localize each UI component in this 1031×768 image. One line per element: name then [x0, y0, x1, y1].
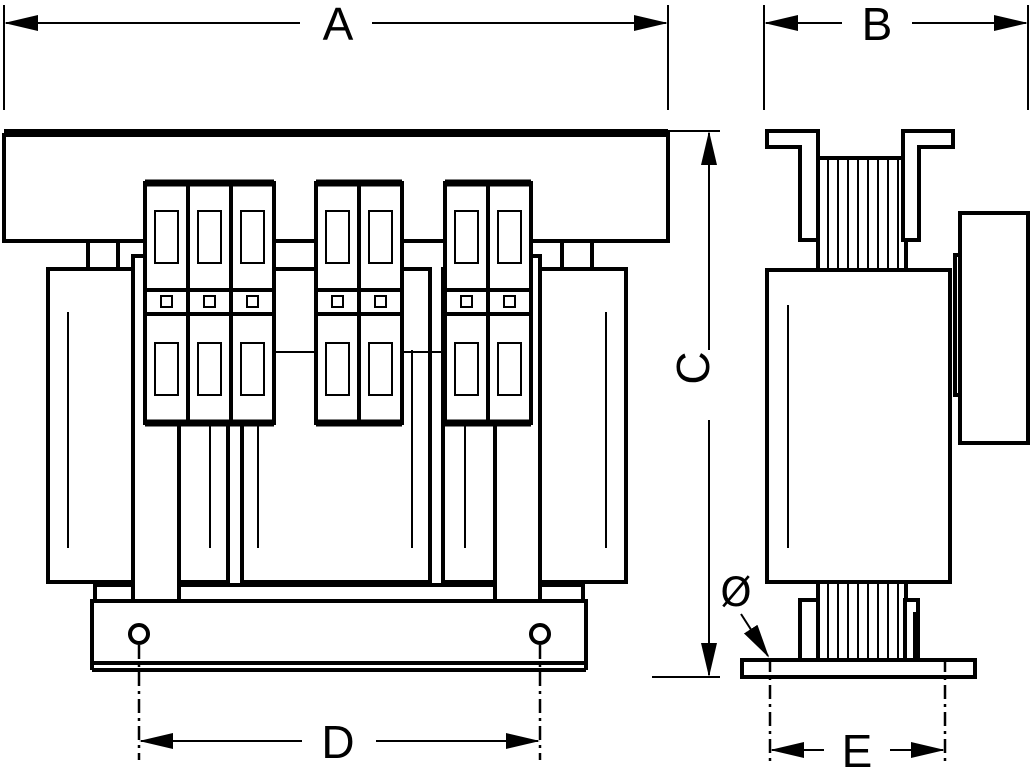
- dimension-c: C: [667, 131, 719, 677]
- label-b: B: [862, 0, 893, 50]
- clamp-top-right: [901, 129, 955, 242]
- core-stub-right: [560, 238, 594, 271]
- mounting-hole-left: [128, 623, 150, 645]
- core-laminations-top: [816, 156, 908, 272]
- core-stub-left: [86, 238, 120, 271]
- coil-side: [765, 268, 952, 584]
- terminal-group-3: [443, 179, 533, 427]
- terminal-group-1: [143, 179, 276, 427]
- terminal-block: [443, 181, 490, 425]
- clamp-bottom-left: [798, 598, 820, 662]
- label-diameter: Ø: [720, 570, 751, 616]
- terminal-group-2: [314, 179, 404, 427]
- base-rail: [90, 599, 588, 672]
- front-view: [2, 129, 670, 672]
- terminal-block: [486, 181, 533, 425]
- label-e: E: [842, 725, 873, 768]
- dimension-diameter: Ø: [720, 570, 770, 658]
- label-a: A: [323, 0, 354, 50]
- dimension-a: A: [4, 0, 668, 50]
- dimension-d: D: [137, 645, 542, 768]
- dimension-b: B: [764, 0, 1028, 50]
- label-d: D: [321, 716, 354, 768]
- terminal-block: [357, 181, 404, 425]
- mounting-foot: [740, 658, 977, 679]
- label-c: C: [667, 351, 719, 384]
- terminal-block: [314, 181, 361, 425]
- terminal-block: [186, 181, 233, 425]
- terminal-block: [229, 181, 276, 425]
- side-view: [740, 129, 1030, 679]
- terminal-cover: [958, 211, 1030, 445]
- terminal-block: [143, 181, 190, 425]
- dimension-lines: A B C D E: [3, 0, 1029, 768]
- mounting-hole-right: [529, 623, 551, 645]
- dimension-e: E: [768, 658, 947, 768]
- clamp-top-left: [765, 129, 820, 242]
